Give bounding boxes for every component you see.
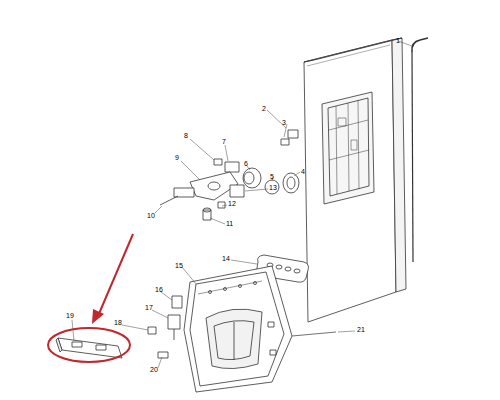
callout-number: 18 <box>114 319 122 327</box>
callout-number: 12 <box>228 200 236 208</box>
callout-number: 10 <box>147 212 155 220</box>
callout-number: 11 <box>226 220 233 228</box>
leader-lines <box>72 41 412 368</box>
callout-number: 3 <box>282 119 286 127</box>
callout-number: 20 <box>150 366 158 374</box>
callout-number: 5 <box>270 173 274 181</box>
light-lens <box>56 338 122 358</box>
callout-number: 16 <box>155 286 163 294</box>
small-parts <box>160 130 299 220</box>
callout-number: 7 <box>222 138 226 146</box>
callout-number: 17 <box>145 304 153 312</box>
door-panel <box>304 38 406 322</box>
callout-number: 4 <box>301 168 305 176</box>
switch-parts <box>148 296 182 358</box>
callout-number: 15 <box>175 262 183 270</box>
screw <box>292 332 336 336</box>
callout-number: 9 <box>175 154 179 162</box>
callout-number: 8 <box>184 132 188 140</box>
highlight <box>48 234 133 362</box>
callout-number: 13 <box>269 184 277 192</box>
rod <box>412 38 428 262</box>
dispenser-housing <box>184 266 292 392</box>
callout-number: 6 <box>244 160 248 168</box>
callout-number: 21 <box>357 326 365 334</box>
callout-number: 14 <box>222 255 230 263</box>
callout-number: 2 <box>262 105 266 113</box>
callout-number: 19 <box>66 312 74 320</box>
callout-number: 1 <box>396 37 400 45</box>
